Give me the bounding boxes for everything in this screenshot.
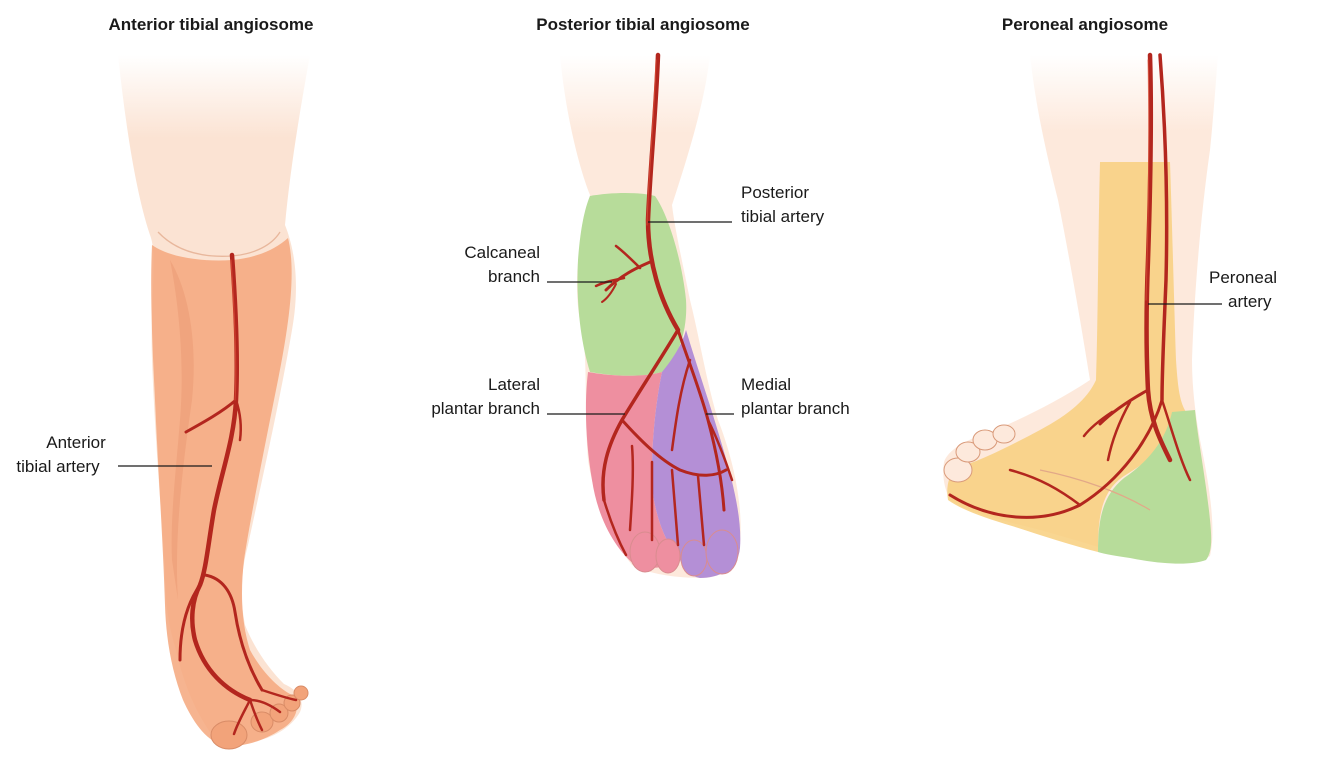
callout-posterior-tibial-artery-line1: Posterior <box>741 183 809 202</box>
anterior-angiosome-zone <box>151 238 297 746</box>
callout-posterior-tibial-artery-line2: tibial artery <box>741 207 825 226</box>
callout-peroneal-artery-line1: Peroneal <box>1209 268 1277 287</box>
callout-lateral-plantar-branch-line2: plantar branch <box>431 399 540 418</box>
panel-title-peroneal: Peroneal angiosome <box>1002 15 1168 34</box>
panel-title-posterior: Posterior tibial angiosome <box>536 15 750 34</box>
callout-peroneal-artery-line2: artery <box>1228 292 1272 311</box>
callout-medial-plantar-branch-line1: Medial <box>741 375 791 394</box>
callout-calcaneal-branch-line2: branch <box>488 267 540 286</box>
callout-medial-plantar-branch-line2: plantar branch <box>741 399 850 418</box>
panel-title-anterior: Anterior tibial angiosome <box>109 15 314 34</box>
callout-anterior-tibial-artery-line1: Anterior <box>46 433 106 452</box>
panel-peroneal: Peroneal angiosome Peron <box>943 15 1277 564</box>
panel-posterior-tibial: Posterior tibial angiosome <box>431 15 849 578</box>
panel-anterior-tibial: Anterior tibial angiosome <box>16 15 313 749</box>
callout-calcaneal-branch-line1: Calcaneal <box>464 243 540 262</box>
callout-anterior-tibial-artery-line2: tibial artery <box>16 457 100 476</box>
callout-lateral-plantar-branch-line1: Lateral <box>488 375 540 394</box>
